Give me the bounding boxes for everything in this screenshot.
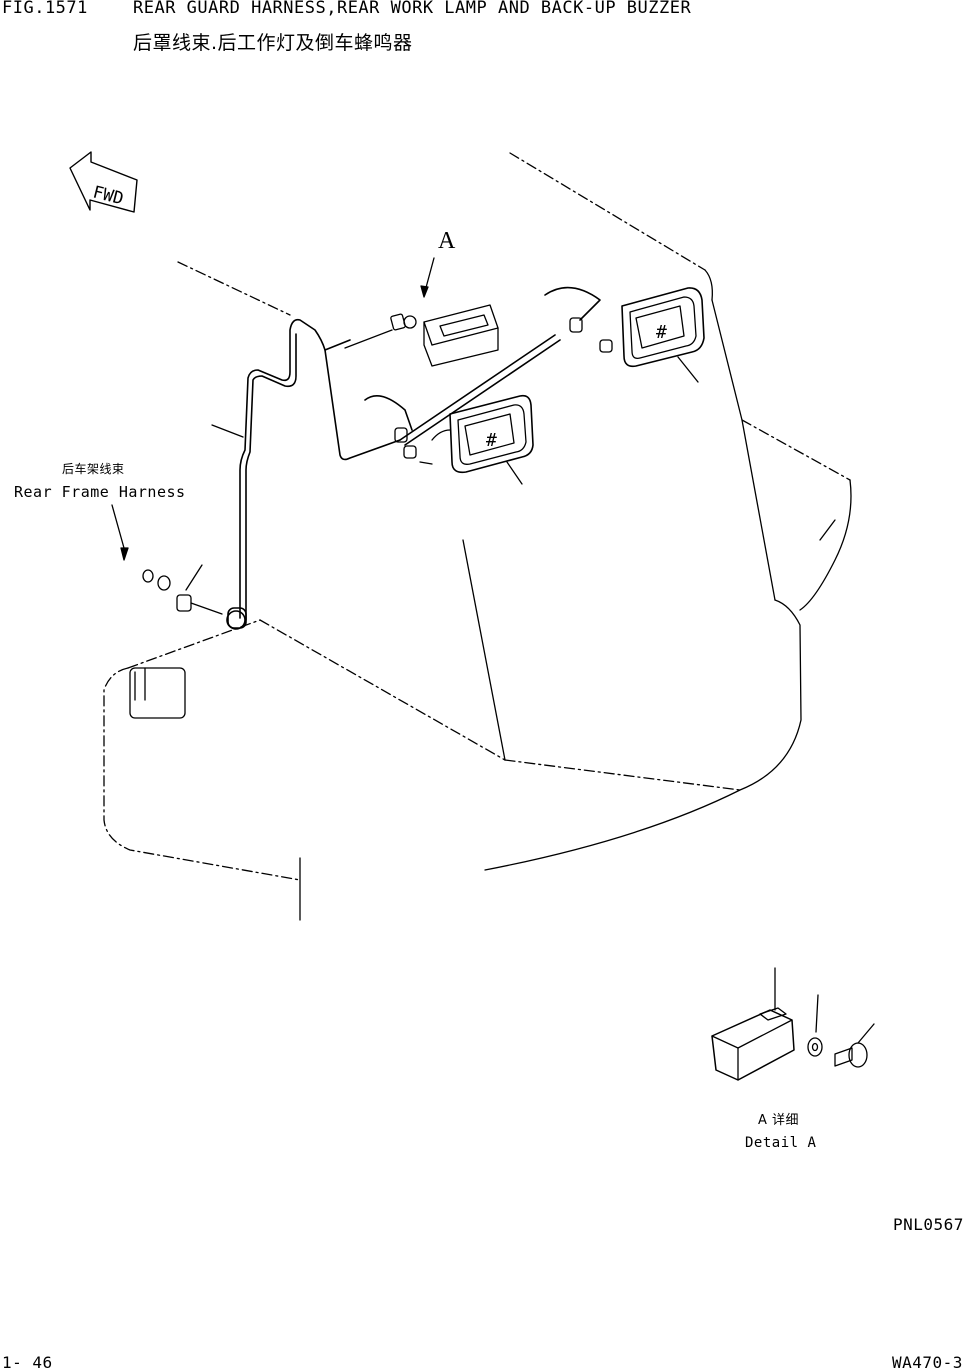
detail-a-washer bbox=[808, 995, 822, 1056]
lamp-symbol-left: # bbox=[486, 430, 497, 451]
detail-a-label-en: Detail A bbox=[745, 1135, 817, 1151]
detail-a-bolt bbox=[835, 1024, 874, 1067]
detail-marker-a: A bbox=[438, 228, 456, 254]
work-lamp-right: # bbox=[570, 288, 704, 382]
fwd-label: FWD bbox=[91, 182, 126, 209]
model-number: WA470-3 bbox=[892, 1353, 963, 1372]
fwd-arrow-icon: FWD bbox=[70, 152, 137, 212]
page-number: 1- 46 bbox=[2, 1353, 53, 1372]
detail-a-label-cn: A 详细 bbox=[758, 1113, 800, 1128]
rear-frame-harness-connector bbox=[112, 505, 222, 614]
title-chinese: 后罩线束.后工作灯及倒车蜂鸣器 bbox=[133, 32, 413, 54]
rear-frame-harness-label-cn: 后车架线束 bbox=[62, 462, 125, 476]
leader-line bbox=[212, 425, 243, 437]
work-lamp-left: # bbox=[395, 396, 533, 484]
rear-guard-outline bbox=[178, 153, 851, 870]
drawing-code: PNL0567 bbox=[893, 1215, 964, 1234]
title-english: REAR GUARD HARNESS,REAR WORK LAMP AND BA… bbox=[133, 0, 692, 18]
lamp-symbol-right: # bbox=[656, 322, 667, 343]
rear-guard-harness bbox=[227, 288, 600, 629]
lower-body-outline bbox=[104, 620, 300, 920]
backup-buzzer bbox=[345, 258, 498, 366]
detail-a-buzzer bbox=[712, 968, 794, 1080]
figure-number: FIG.1571 bbox=[2, 0, 88, 18]
rear-frame-harness-label-en: Rear Frame Harness bbox=[14, 483, 186, 501]
